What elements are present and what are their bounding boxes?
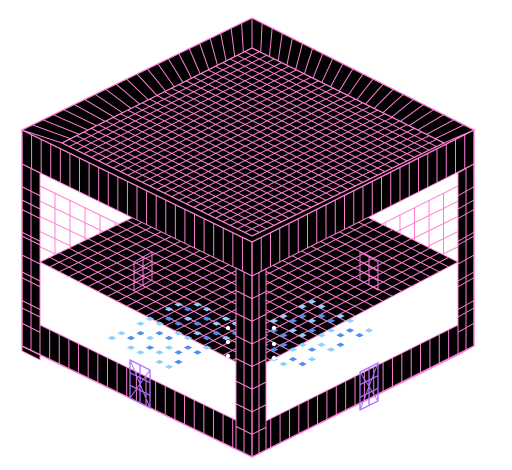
floor-mark	[307, 347, 317, 352]
floor-mark	[145, 335, 155, 341]
floor-dot-markers	[225, 325, 277, 361]
floor-mark	[126, 345, 136, 350]
floor-mark	[317, 304, 326, 309]
front-door-frames	[129, 358, 379, 412]
floor-mark	[193, 302, 202, 307]
floor-mark	[174, 321, 183, 326]
floor-mark	[174, 331, 183, 336]
floor-mark	[202, 345, 212, 350]
floor-mark	[279, 313, 288, 319]
floor-mark	[202, 316, 212, 321]
floor-mark	[288, 318, 298, 323]
floor-mark	[117, 331, 126, 336]
floor-mark	[193, 350, 202, 355]
floor-mark	[221, 316, 231, 321]
cube-outline	[21, 130, 475, 458]
floor-mark	[107, 335, 117, 341]
floor-mark	[298, 313, 307, 319]
floor-mark	[174, 350, 183, 355]
floor-mark	[307, 328, 317, 333]
dot-marker	[271, 355, 277, 361]
floor-mark	[364, 328, 374, 333]
floor-mark	[307, 318, 317, 323]
floor-mark	[174, 302, 183, 307]
floor-mark	[155, 321, 164, 326]
floor-mark	[183, 307, 193, 312]
floor-mark	[202, 307, 212, 312]
floor-mark	[193, 331, 202, 336]
door-frame-right-icon	[359, 362, 379, 411]
floor-mark	[269, 328, 279, 333]
floor-mark	[164, 364, 174, 369]
floor-mark	[136, 350, 145, 355]
floor-mark	[221, 335, 231, 341]
floor-mark	[317, 342, 326, 347]
floor-mark	[155, 359, 164, 365]
wall-bands	[21, 199, 475, 318]
floor-mark	[136, 331, 145, 336]
floor-mark	[279, 361, 288, 367]
floor-mark	[279, 342, 288, 347]
floor-mark	[298, 304, 307, 309]
floor-mark	[193, 321, 202, 326]
floor-mark	[326, 318, 336, 323]
dot-marker	[271, 341, 277, 347]
floor-mark	[298, 361, 307, 367]
floor-mark	[288, 328, 298, 333]
floor-mark	[145, 316, 155, 321]
floor-mark	[183, 335, 193, 341]
floor-mark	[317, 313, 326, 319]
floor-mark	[212, 321, 221, 326]
floor-mark	[279, 333, 288, 338]
door-frame-left-icon	[129, 369, 151, 399]
floor-mark	[183, 316, 193, 321]
floor-mark	[269, 318, 279, 323]
floor-mark	[202, 335, 212, 341]
dot-marker	[225, 339, 231, 345]
floor-mark	[155, 331, 164, 336]
floor-mark	[307, 299, 317, 304]
floor-mark	[336, 342, 345, 347]
dot-marker	[271, 325, 277, 331]
roof	[20, 17, 476, 243]
floor-mark	[174, 359, 183, 365]
floor-mark	[336, 333, 345, 338]
roof-inner-outline	[60, 47, 446, 237]
door-frames	[133, 251, 379, 291]
floor-mark	[288, 347, 298, 352]
floor-mark	[183, 345, 193, 350]
floor-mark	[345, 328, 355, 333]
floor-mark	[298, 333, 307, 338]
floor-markings	[107, 299, 374, 369]
floor-mark	[164, 316, 174, 321]
floor-mark	[126, 335, 136, 341]
floor-mark	[136, 321, 145, 326]
floor-mark	[355, 333, 364, 338]
floor-mark	[336, 313, 345, 319]
floor-mark	[288, 357, 298, 362]
floor-mark	[155, 350, 164, 355]
dot-marker	[225, 325, 231, 331]
floor-mark	[298, 342, 307, 347]
dot-marker	[225, 353, 231, 359]
floor-mark	[145, 345, 155, 350]
floor-mark	[326, 328, 336, 333]
floor-mark	[326, 347, 336, 352]
floor-mark	[307, 357, 317, 362]
floor-mark	[164, 345, 174, 350]
floor-mark	[345, 318, 355, 323]
floor-mark	[317, 333, 326, 338]
outer-walls	[21, 129, 475, 458]
floor-mark	[164, 307, 174, 312]
floor-mark	[164, 335, 174, 341]
floor-mark	[269, 347, 279, 352]
floor-mark	[212, 331, 221, 336]
